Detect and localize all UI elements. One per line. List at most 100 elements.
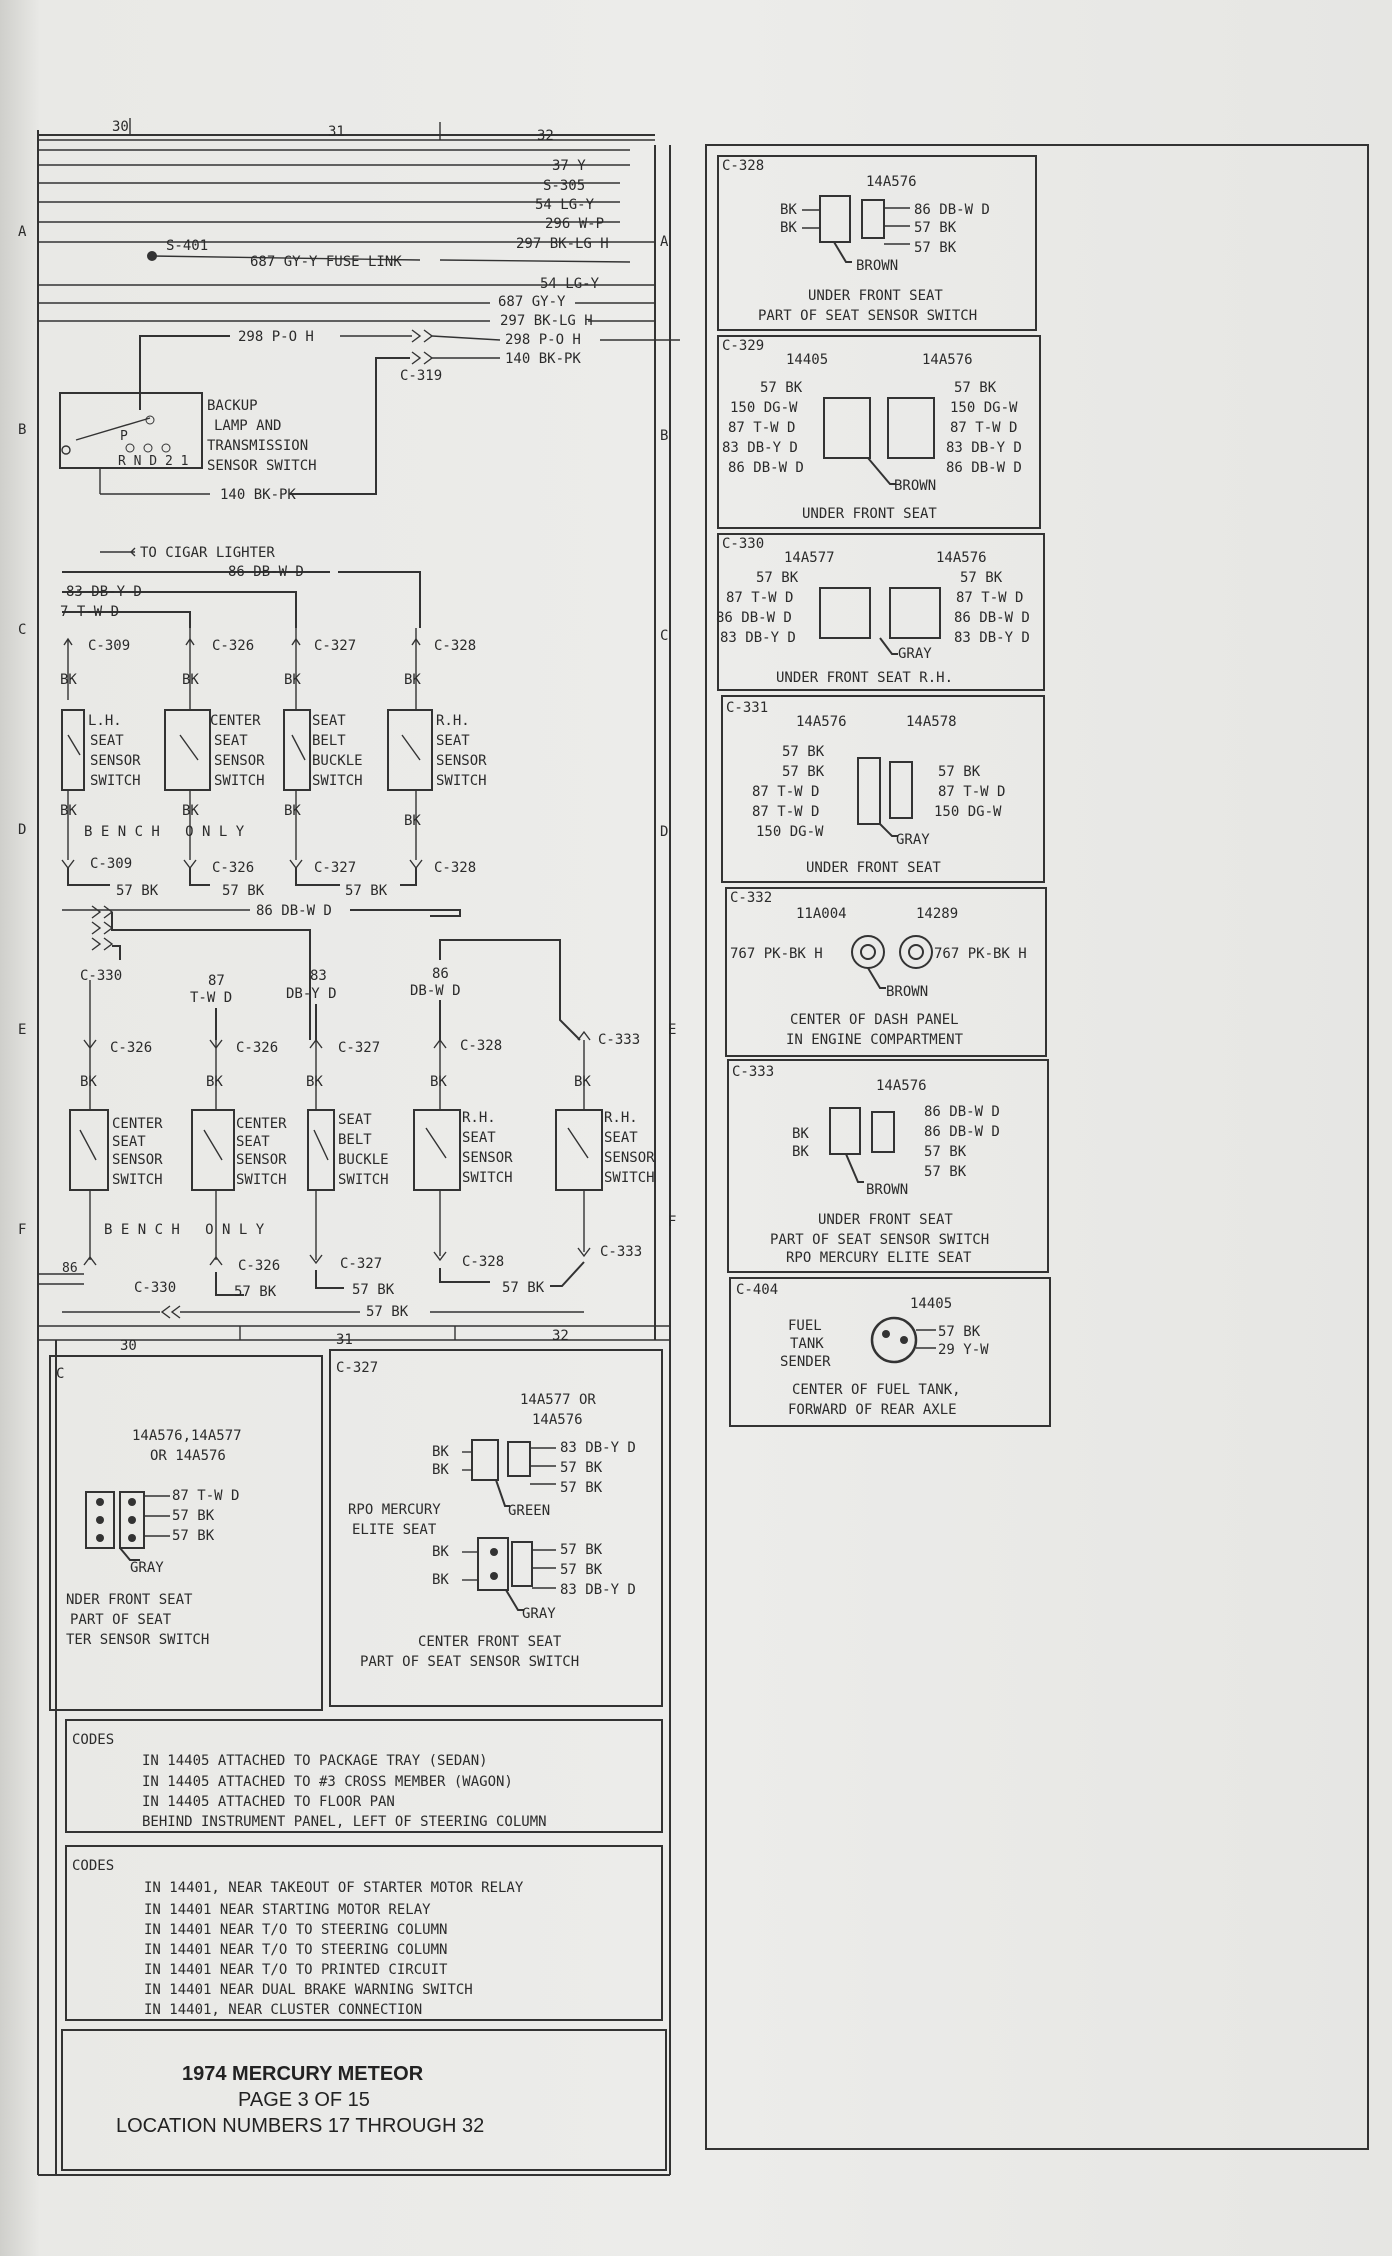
up-sw3-l2: BELT xyxy=(312,733,346,749)
c328-part: 14A576 xyxy=(866,174,917,190)
up-c309: C-309 xyxy=(88,638,130,654)
up-c309-low: C-309 xyxy=(90,856,132,872)
row-d-right: D xyxy=(660,824,668,840)
c327-rpo2: ELITE SEAT xyxy=(352,1522,437,1538)
codes2-l1: IN 14401, NEAR TAKEOUT OF STARTER MOTOR … xyxy=(144,1880,524,1896)
lo-sw2-l3: SENSOR xyxy=(236,1152,287,1168)
up-bk2b: BK xyxy=(182,803,199,819)
wire-298po: 298 P-O H xyxy=(238,329,314,345)
up-bk2: BK xyxy=(182,672,199,688)
c329-p2: 14A576 xyxy=(922,352,973,368)
lo-bk2-label: BK xyxy=(206,1074,223,1090)
c332-box xyxy=(725,887,1047,1057)
c327-rpo1: RPO MERCURY xyxy=(348,1502,441,1518)
c404-box xyxy=(729,1277,1051,1427)
up-sw2-l3: SENSOR xyxy=(214,753,265,769)
up-sw4-l2: SEAT xyxy=(436,733,470,749)
col-32-top: 32 xyxy=(537,128,554,144)
c331-id: C-331 xyxy=(726,700,768,716)
c326-r2: 57 BK xyxy=(172,1508,215,1524)
col-30-bottom: 30 xyxy=(120,1338,137,1354)
c331-r1: 57 BK xyxy=(938,764,981,780)
row-f-left: F xyxy=(18,1222,26,1238)
up-sw1-l4: SWITCH xyxy=(90,773,141,789)
c333-loc2: PART OF SEAT SENSOR SWITCH xyxy=(770,1232,989,1248)
c333-l2: BK xyxy=(792,1144,809,1160)
lo-w83-a: 83 xyxy=(310,968,327,984)
c331-p1: 14A576 xyxy=(796,714,847,730)
c404-r1: 57 BK xyxy=(938,1324,981,1340)
c327-part1: 14A577 OR xyxy=(520,1392,596,1408)
codes1-box xyxy=(65,1719,663,1833)
codes2-l4: IN 14401 NEAR T/O TO STEERING COLUMN xyxy=(144,1942,447,1958)
c331-l5: 150 DG-W xyxy=(756,824,824,840)
c329-id: C-329 xyxy=(722,338,764,354)
c329-color: BROWN xyxy=(894,478,936,494)
lower-col-5: C-333 BK R.H. SEAT SENSOR SWITCH C-333 xyxy=(555,1030,655,1260)
c330-p1: 14A577 xyxy=(784,550,835,566)
up-sw2-l4: SWITCH xyxy=(214,773,265,789)
lo-c330: C-330 xyxy=(80,968,122,984)
c404-id: C-404 xyxy=(736,1282,778,1298)
c326-loc3: TER SENSOR SWITCH xyxy=(66,1632,209,1648)
c330-color: GRAY xyxy=(898,646,932,662)
c326-loc2: PART OF SEAT xyxy=(70,1612,172,1628)
codes1-l4: BEHIND INSTRUMENT PANEL, LEFT OF STEERIN… xyxy=(142,1814,547,1830)
lo-w83-b: DB-Y D xyxy=(286,986,337,1002)
splice-dot xyxy=(147,251,157,261)
lo-sw3-l4: SWITCH xyxy=(338,1172,389,1188)
c333-loc1: UNDER FRONT SEAT xyxy=(818,1212,953,1228)
c327-box xyxy=(329,1349,663,1707)
lo-sw3-l1: SEAT xyxy=(338,1112,372,1128)
lo-bk4-label: BK xyxy=(430,1074,447,1090)
c326-color: GRAY xyxy=(130,1560,164,1576)
c331-l1: 57 BK xyxy=(782,744,825,760)
row-e-left: E xyxy=(18,1022,26,1038)
up-bk1: BK xyxy=(60,672,77,688)
c332-left: 767 PK-BK H xyxy=(730,946,823,962)
up-sw1-l2: SEAT xyxy=(90,733,124,749)
row-e-right: E xyxy=(668,1022,676,1038)
up-bench: B E N C H O N L Y xyxy=(84,824,245,840)
lower-col-4: C-328 BK R.H. SEAT SENSOR SWITCH C-328 xyxy=(413,1038,513,1270)
c329-r3: 87 T-W D xyxy=(950,420,1017,436)
backup-switch-box xyxy=(59,392,203,469)
footer-title: 1974 MERCURY METEOR xyxy=(182,2063,424,2085)
lo-bk5-label: BK xyxy=(574,1074,591,1090)
col-31-bottom: 31 xyxy=(336,1332,353,1348)
c404-loc1: CENTER OF FUEL TANK, xyxy=(792,1382,961,1398)
up-sw3-l1: SEAT xyxy=(312,713,346,729)
to-cigar: TO CIGAR LIGHTER xyxy=(140,545,275,561)
c327-r5: 57 BK xyxy=(560,1562,603,1578)
row-b-left: B xyxy=(18,422,26,438)
c327-gray: GRAY xyxy=(522,1606,556,1622)
wire-687gyy: 687 GY-Y xyxy=(498,294,566,310)
wire-140bkpk-low: 140 BK-PK xyxy=(220,487,296,503)
c328-r1: 86 DB-W D xyxy=(914,202,990,218)
c329-l4: 83 DB-Y D xyxy=(722,440,798,456)
wire-140bkpk: 140 BK-PK xyxy=(505,351,581,367)
c329-r4: 83 DB-Y D xyxy=(946,440,1022,456)
up-sw2-l1: CENTER xyxy=(210,713,261,729)
lo-sw3-l2: BELT xyxy=(338,1132,372,1148)
c333-r2: 86 DB-W D xyxy=(924,1124,1000,1140)
c328-r3: 57 BK xyxy=(914,240,957,256)
c333-id: C-333 xyxy=(732,1064,774,1080)
c327-l2: BK xyxy=(432,1462,449,1478)
c330-l4: 83 DB-Y D xyxy=(720,630,796,646)
codes2-l3: IN 14401 NEAR T/O TO STEERING COLUMN xyxy=(144,1922,447,1938)
c404-label3: SENDER xyxy=(780,1354,831,1370)
col-31-top: 31 xyxy=(328,124,345,140)
c331-r3: 150 DG-W xyxy=(934,804,1002,820)
c330-r3: 86 DB-W D xyxy=(954,610,1030,626)
c333-part: 14A576 xyxy=(876,1078,927,1094)
up-sw2-l2: SEAT xyxy=(214,733,248,749)
lo-sw5-l1: R.H. xyxy=(604,1110,638,1126)
codes1-title: CODES xyxy=(72,1732,114,1748)
c329-r5: 86 DB-W D xyxy=(946,460,1022,476)
c327-part2: 14A576 xyxy=(532,1412,583,1428)
codes2-title: CODES xyxy=(72,1858,114,1874)
up-c326-low: C-326 xyxy=(212,860,254,876)
c332-id: C-332 xyxy=(730,890,772,906)
